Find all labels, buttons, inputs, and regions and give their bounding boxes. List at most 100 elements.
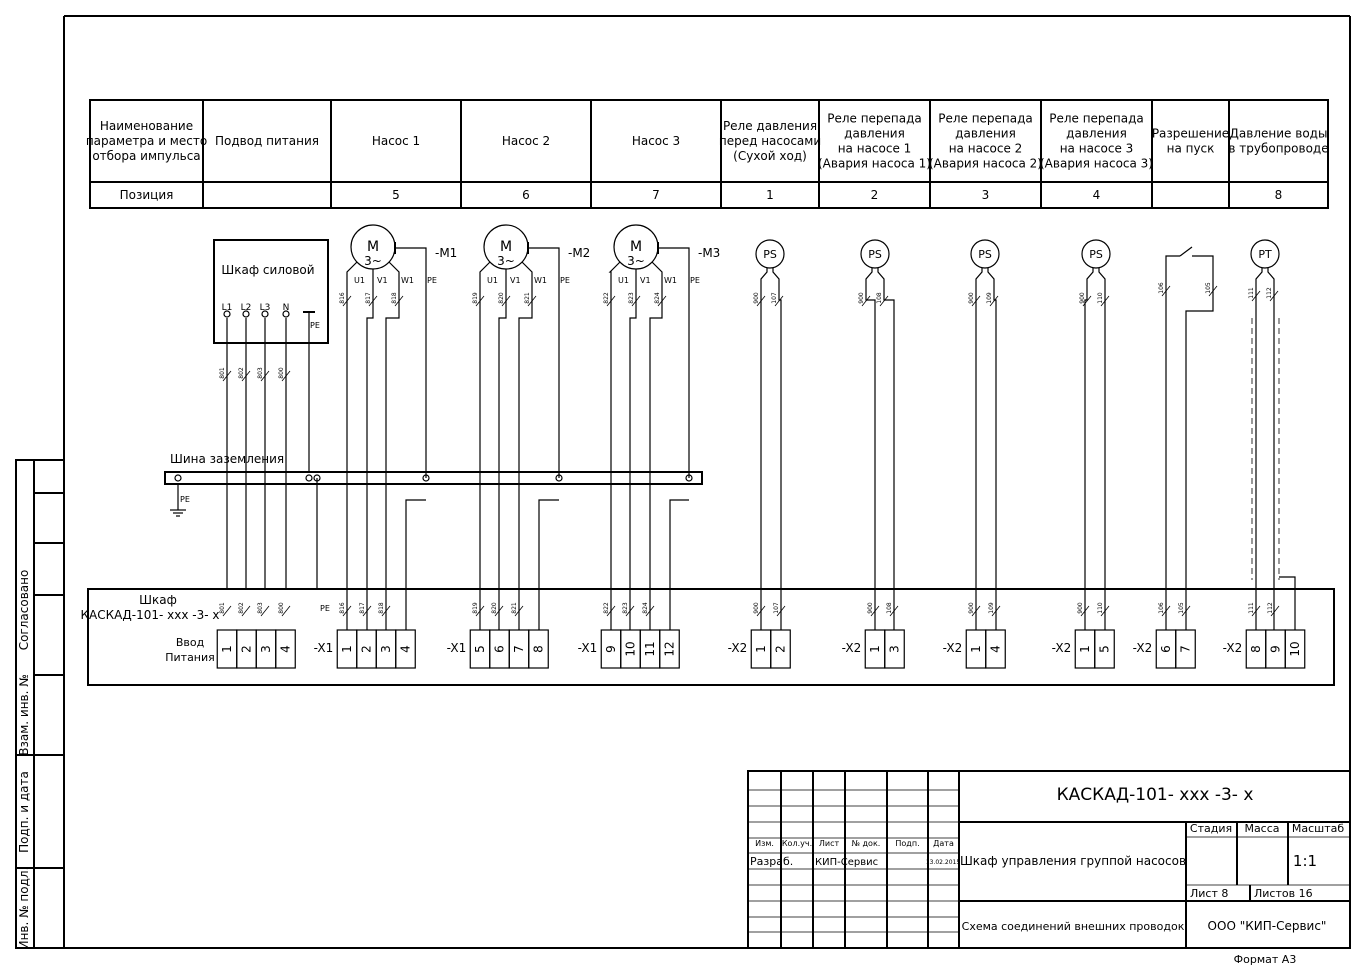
wire-number: 900 [753, 292, 760, 304]
wire-marker-tick [991, 605, 1001, 617]
wire-number: 801 [219, 367, 226, 379]
terminal-number: 1 [754, 645, 768, 653]
wire-number: 820 [491, 602, 498, 614]
wire-number: 105 [1178, 602, 1185, 614]
wire-number: 803 [257, 602, 264, 614]
motor-pe-return [538, 499, 559, 630]
terminal-number: 1 [868, 645, 882, 653]
header-cell-text: на насосе 1 [838, 142, 912, 156]
terminal [1175, 629, 1196, 669]
terminal-number: 2 [774, 645, 788, 653]
wire-number: 824 [654, 292, 661, 304]
wire-marker-tick [889, 605, 899, 617]
wire-number: 900 [968, 602, 975, 614]
terminal [1284, 629, 1306, 669]
terminal-number: 7 [512, 645, 526, 653]
sensor-wire [1084, 268, 1094, 630]
wire-number: 817 [365, 292, 372, 304]
sensor-symbol-label: PS [1089, 248, 1103, 261]
wire-number: 900 [968, 292, 975, 304]
wire-marker-tick [260, 605, 270, 617]
stage-label: Стадия [1190, 822, 1232, 835]
terminal-block-label: -X2 [842, 641, 862, 655]
position-cell: 2 [871, 188, 879, 202]
header-cell-text: перед насосами [719, 134, 821, 148]
motor-pin-label: V1 [377, 276, 388, 285]
wire-marker-tick [606, 605, 616, 617]
motor-pin-label: V1 [640, 276, 651, 285]
terminal-number: 7 [1179, 645, 1193, 653]
wire-marker-tick [381, 605, 391, 617]
wire-number: 817 [359, 602, 366, 614]
sensor-symbol-label: PS [763, 248, 777, 261]
wire-marker-tick [1161, 285, 1171, 297]
position-cell: 6 [522, 188, 530, 202]
wire-number: 900 [1079, 292, 1086, 304]
motor-phase: 3~ [627, 254, 645, 268]
terminal-block-label: -X1 [578, 641, 598, 655]
header-cell-text: (Авария насоса 1) [818, 157, 931, 171]
motor-pin-label: U1 [354, 276, 365, 285]
sheet-number: Лист 8 [1190, 887, 1228, 900]
wire-marker-tick [368, 295, 378, 307]
wire-marker-tick [1161, 605, 1171, 617]
terminal-number: 2 [240, 645, 254, 653]
terminal-number: 1 [1078, 645, 1092, 653]
wire-number: 821 [511, 602, 518, 614]
header-cell-text: Реле перепада [1049, 112, 1144, 126]
wire-number: 112 [1266, 287, 1273, 299]
wire-number: 900 [1077, 602, 1084, 614]
cable-shield [1251, 318, 1280, 580]
title-block-column-label: Лист [819, 839, 840, 848]
position-cell: Позиция [120, 188, 174, 202]
wire-marker-tick [241, 370, 251, 382]
side-stamp-label: Взам. инв. № [17, 674, 31, 755]
motor-wire-w1 [649, 261, 663, 630]
terminal [985, 629, 1006, 669]
header-cell-text: Подвод питания [215, 134, 319, 148]
terminal-number: 6 [493, 645, 507, 653]
wire-number: 108 [886, 602, 893, 614]
ground-bus-label: Шина заземления [170, 452, 284, 466]
wire-marker-tick [756, 295, 766, 307]
header-table [89, 99, 1329, 209]
wire-number: 900 [753, 602, 760, 614]
wire-number: 105 [1205, 282, 1212, 294]
terminal-number: 10 [1288, 641, 1302, 656]
header-cell-text: Насос 1 [372, 134, 420, 148]
title-block-column-label: Изм. [755, 839, 774, 848]
wire-number: 819 [472, 602, 479, 614]
side-stamp-label: Инв. № подл. [17, 867, 31, 950]
wire-number: 800 [278, 602, 285, 614]
wire-number: 818 [378, 602, 385, 614]
position-cell: 4 [1093, 188, 1101, 202]
header-cell-text: Разрешение [1152, 127, 1229, 141]
wire-number: 801 [219, 602, 226, 614]
side-stamp [15, 459, 65, 949]
header-cell-text: давления [955, 127, 1016, 141]
bus-connection [555, 474, 563, 482]
side-stamp-label: Подп. и дата [17, 771, 31, 853]
document-designation: КАСКАД-101- xxx -3- x [1057, 785, 1254, 805]
sensor-wire [760, 268, 768, 630]
motor-3: M3~ [627, 239, 645, 268]
wire-marker-tick [222, 605, 232, 617]
wire-marker-tick [222, 370, 232, 382]
motor-pin-label: PE [427, 276, 437, 285]
position-cell: 1 [766, 188, 774, 202]
wire-marker-tick [1080, 605, 1090, 617]
motor-designation: -M3 [698, 246, 720, 260]
wire-number: 109 [988, 602, 995, 614]
developer-role: Разраб. [750, 855, 793, 868]
motor-wire-v1 [498, 269, 507, 630]
pressure-switch-symbol [970, 239, 1000, 269]
wire-marker-tick [870, 605, 880, 617]
wire-marker-tick [1100, 605, 1110, 617]
header-cell-text: (Сухой ход) [733, 149, 807, 163]
motor-pin-label: W1 [401, 276, 414, 285]
bus-connection [174, 474, 182, 482]
motor-pe-return [669, 499, 689, 630]
wire-number: 816 [339, 602, 346, 614]
